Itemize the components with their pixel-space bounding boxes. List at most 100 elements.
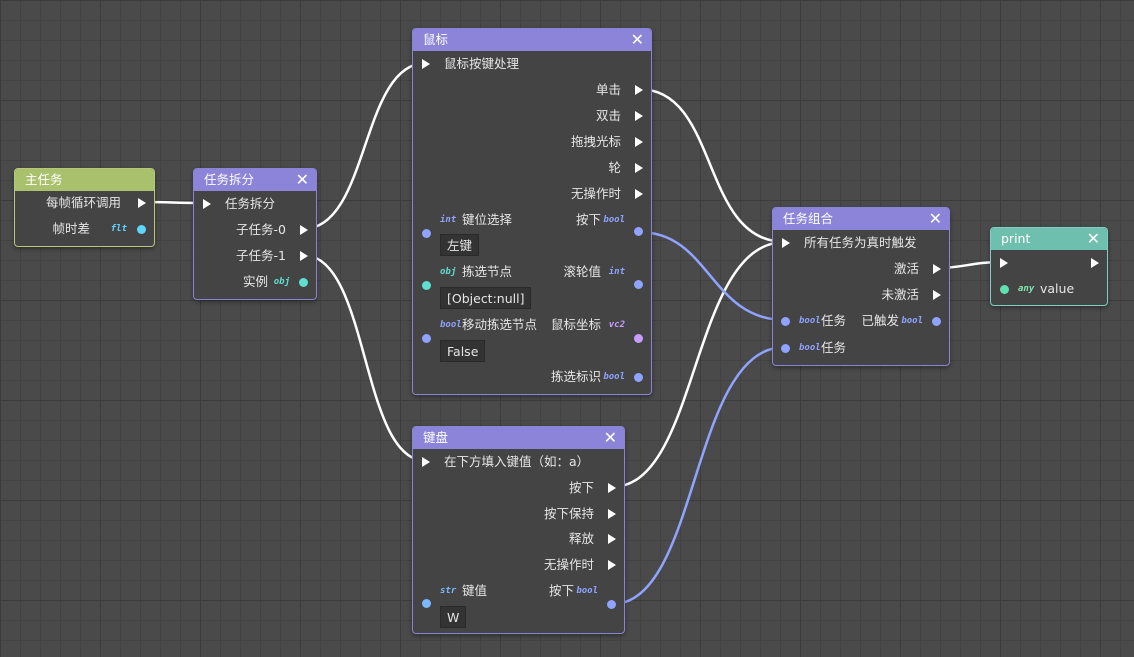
port-row: 每帧循环调用 [15,193,154,213]
port-row: str 键值 按下 bool [413,581,624,609]
exec-out-icon[interactable] [1091,258,1099,268]
exec-out-icon[interactable] [635,163,643,173]
node-header[interactable]: 键盘 ✕ [413,427,624,449]
exec-in-icon[interactable] [422,59,430,69]
port-label: 未激活 [881,287,919,302]
output-pin-icon[interactable] [607,600,616,609]
output-pin-icon[interactable] [299,278,308,287]
exec-in-icon[interactable] [422,457,430,467]
input-pin-icon[interactable] [422,229,431,238]
type-tag: bool [603,215,625,225]
input-pin-icon[interactable] [781,317,790,326]
exec-out-icon[interactable] [933,264,941,274]
port-row: bool 任务 已触发 bool [773,311,949,331]
exec-out-icon[interactable] [138,198,146,208]
port-label: 按下保持 [543,506,594,521]
port-row: 释放 [413,529,624,549]
type-tag: bool [440,320,462,330]
port-label: 子任务-1 [236,248,286,263]
port-row: 单击 [413,80,651,100]
port-label: 在下方填入键值（如：a） [444,454,590,469]
node-header[interactable]: print✕ [991,228,1107,250]
port-row: 在下方填入键值（如：a） [413,452,624,472]
close-icon[interactable]: ✕ [928,209,942,228]
wire-split-to-keyboard [302,253,427,463]
port-label: 按下 [568,480,594,495]
node-mouse[interactable]: 鼠标✕ 鼠标按键处理 单击 双击 拖拽光标 轮 无操作时 int 键位选择 按下… [412,28,652,395]
close-icon[interactable]: ✕ [295,170,309,189]
wire-mouse-press-to-task1 [638,230,786,322]
port-row: 轮 [413,158,651,178]
close-icon[interactable]: ✕ [630,30,644,49]
exec-out-icon[interactable] [635,85,643,95]
input-pin-icon[interactable] [1000,285,1009,294]
input-pin-icon[interactable] [422,599,431,608]
port-row: 子任务-0 [194,220,316,240]
port-label: 释放 [568,531,594,546]
exec-out-icon[interactable] [608,534,616,544]
output-pin-icon[interactable] [932,317,941,326]
exec-out-icon[interactable] [300,225,308,235]
exec-in-icon[interactable] [782,238,790,248]
port-row: 无操作时 [413,184,651,204]
port-label: 帧时差 [52,221,90,236]
exec-in-icon[interactable] [203,199,211,209]
output-pin-icon[interactable] [137,225,146,234]
output-pin-icon[interactable] [634,227,643,236]
exec-out-icon[interactable] [608,560,616,570]
node-title: 鼠标 [423,32,449,47]
port-row: 子任务-1 [194,246,316,266]
key-select-value[interactable]: 左键 [440,234,480,256]
type-tag: vc2 [608,320,625,330]
port-row: 任务拆分 [194,194,316,214]
node-task-combine[interactable]: 任务组合✕ 所有任务为真时触发 激活 未激活 bool 任务 已触发 bool … [772,207,950,366]
type-tag: str [440,586,457,596]
output-pin-icon[interactable] [634,280,643,289]
move-pick-value[interactable]: False [440,340,486,362]
node-header[interactable]: 任务组合✕ [773,208,949,230]
node-title: 主任务 [25,172,63,187]
node-main-task[interactable]: 主任务 每帧循环调用 帧时差 flt [14,168,155,247]
key-value-input[interactable]: W [440,606,467,628]
port-label: 鼠标坐标 [550,317,601,332]
input-pin-icon[interactable] [422,334,431,343]
close-icon[interactable]: ✕ [1086,229,1100,248]
port-label: 已触发 [861,313,899,328]
port-row: 无操作时 [413,555,624,575]
exec-out-icon[interactable] [608,483,616,493]
port-row: 双击 [413,106,651,126]
port-label: 按下 [575,212,601,227]
exec-out-icon[interactable] [635,189,643,199]
port-row: 鼠标按键处理 [413,54,651,74]
wire-split-to-mouse [302,61,427,231]
port-row: int 键位选择 按下 bool [413,210,651,238]
port-label: 按下 [548,583,574,598]
type-tag: int [440,215,457,225]
output-pin-icon[interactable] [634,373,643,382]
input-pin-icon[interactable] [781,344,790,353]
node-print[interactable]: print✕ any value [990,227,1108,306]
exec-out-icon[interactable] [635,137,643,147]
node-header[interactable]: 主任务 [15,169,154,191]
exec-in-icon[interactable] [1000,258,1008,268]
pick-node-value[interactable]: [Object:null] [440,287,532,309]
port-label: 激活 [893,261,919,276]
exec-out-icon[interactable] [635,111,643,121]
type-tag: bool [901,316,923,326]
node-task-split[interactable]: 任务拆分✕ 任务拆分 子任务-0 子任务-1 实例 obj [193,168,317,300]
node-header[interactable]: 任务拆分✕ [194,169,316,191]
node-title: 键盘 [423,430,449,445]
port-label: 子任务-0 [236,222,286,237]
port-label: 无操作时 [570,186,621,201]
type-tag: any [1018,284,1035,294]
exec-out-icon[interactable] [300,251,308,261]
output-pin-icon[interactable] [634,334,643,343]
close-icon[interactable]: ✕ [603,428,617,447]
node-header[interactable]: 鼠标 ✕ [413,29,651,51]
input-pin-icon[interactable] [422,281,431,290]
port-label: 任务拆分 [225,196,276,211]
port-label: 拣选标识 [550,369,601,384]
node-keyboard[interactable]: 键盘 ✕ 在下方填入键值（如：a） 按下 按下保持 释放 无操作时 str 键值 … [412,426,625,634]
exec-out-icon[interactable] [933,290,941,300]
exec-out-icon[interactable] [608,509,616,519]
